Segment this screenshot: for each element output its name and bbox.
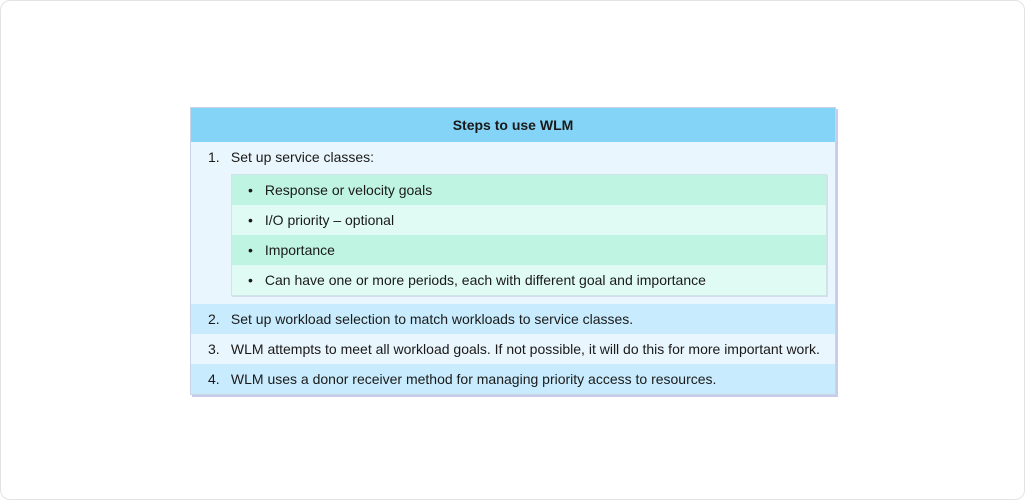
card-title: Steps to use WLM bbox=[191, 108, 835, 142]
step-1-text: Set up service classes: bbox=[230, 149, 375, 165]
bullet-icon: • bbox=[248, 242, 253, 258]
step-3-text: WLM attempts to meet all workload goals.… bbox=[230, 341, 820, 357]
step-4-head: 4. WLM uses a donor receiver method for … bbox=[191, 364, 835, 394]
step-4-number: 4. bbox=[208, 371, 220, 387]
step-1-head: 1. Set up service classes: bbox=[191, 142, 835, 172]
sublist-item: • Response or velocity goals bbox=[232, 175, 826, 205]
step-4: 4. WLM uses a donor receiver method for … bbox=[191, 364, 835, 394]
step-2-head: 2. Set up workload selection to match wo… bbox=[191, 304, 835, 334]
sublist-item: • Can have one or more periods, each wit… bbox=[232, 265, 826, 295]
bullet-icon: • bbox=[248, 272, 253, 288]
step-3: 3. WLM attempts to meet all workload goa… bbox=[191, 334, 835, 364]
bullet-icon: • bbox=[248, 212, 253, 228]
bullet-icon: • bbox=[248, 182, 253, 198]
step-2-text: Set up workload selection to match workl… bbox=[230, 311, 634, 327]
service-class-sublist: • Response or velocity goals • I/O prior… bbox=[231, 174, 827, 296]
step-3-number: 3. bbox=[208, 341, 220, 357]
sublist-item: • Importance bbox=[232, 235, 826, 265]
sublist-item-text: Can have one or more periods, each with … bbox=[264, 272, 706, 288]
sublist-item-text: Importance bbox=[264, 242, 335, 258]
step-4-text: WLM uses a donor receiver method for man… bbox=[230, 371, 717, 387]
step-3-head: 3. WLM attempts to meet all workload goa… bbox=[191, 334, 835, 364]
step-2: 2. Set up workload selection to match wo… bbox=[191, 304, 835, 334]
wlm-steps-card: Steps to use WLM 1. Set up service class… bbox=[190, 107, 836, 395]
step-1-number: 1. bbox=[208, 149, 220, 165]
sublist-item: • I/O priority – optional bbox=[232, 205, 826, 235]
sublist-item-text: Response or velocity goals bbox=[264, 182, 433, 198]
step-2-number: 2. bbox=[208, 311, 220, 327]
step-1: 1. Set up service classes: • Response or… bbox=[191, 142, 835, 304]
sublist-item-text: I/O priority – optional bbox=[264, 212, 395, 228]
